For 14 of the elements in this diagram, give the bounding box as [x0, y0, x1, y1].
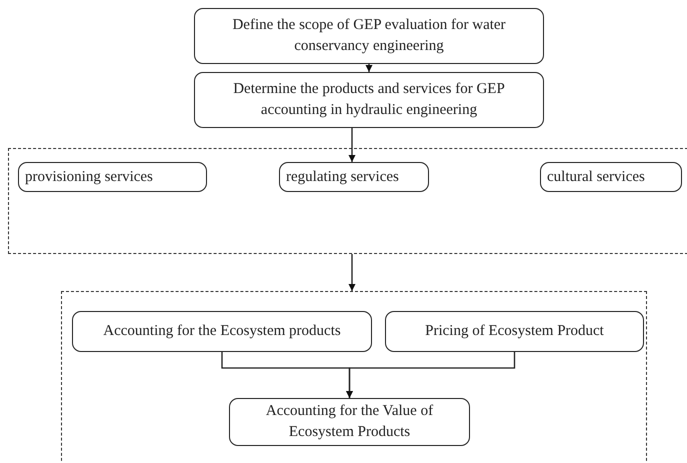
arrow	[366, 64, 372, 72]
arrow	[348, 128, 356, 162]
process-box: provisioning services	[18, 162, 207, 192]
process-box: Accounting for the Ecosystem products	[72, 311, 372, 352]
process-box: Pricing of Ecosystem Product	[385, 311, 644, 352]
process-box: Determine the products and services for GEP accounting in hydraulic engineering	[194, 72, 544, 128]
arrow	[348, 254, 356, 291]
arrow	[346, 352, 516, 398]
process-box: cultural services	[540, 162, 682, 192]
dashed-group-frame	[61, 291, 647, 463]
dashed-group-frame	[8, 148, 687, 254]
process-box: regulating services	[279, 162, 429, 192]
process-box: Define the scope of GEP evaluation for water conservancy engineering	[194, 8, 544, 64]
process-box: Accounting for the Value of Ecosystem Products	[229, 398, 470, 446]
